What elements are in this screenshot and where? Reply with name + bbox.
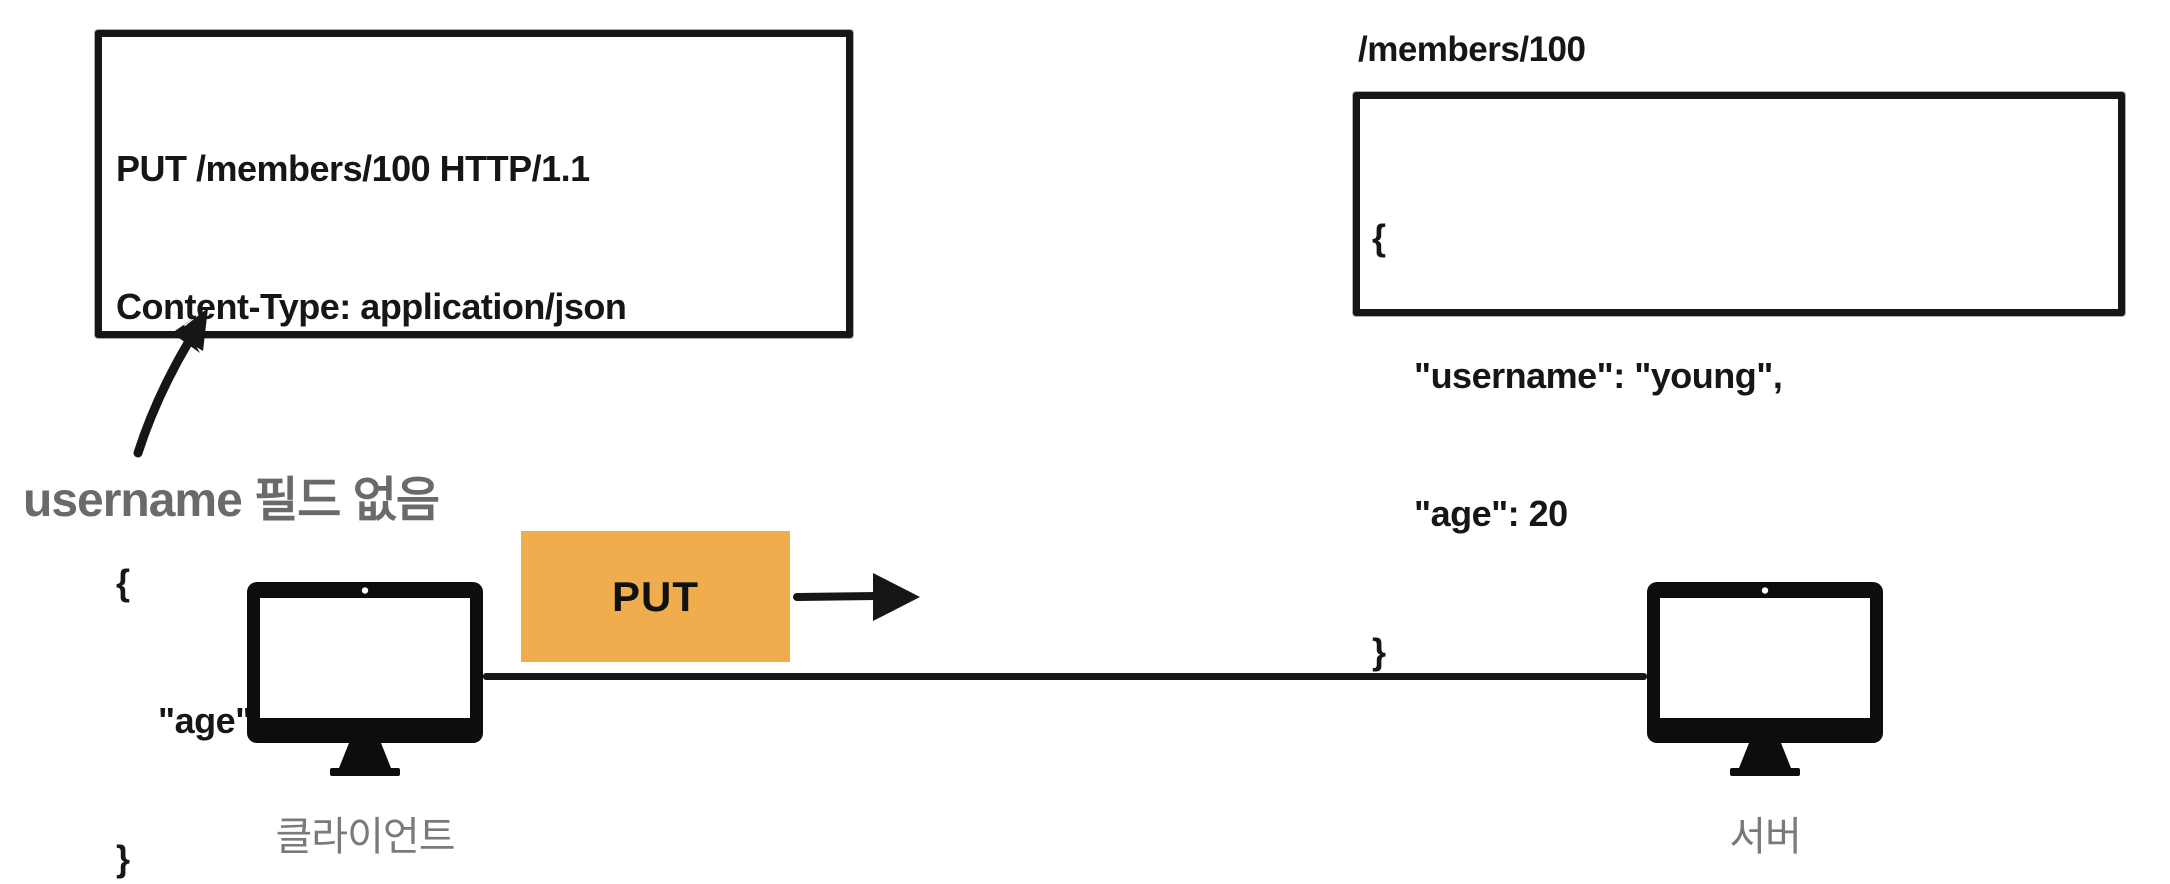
resource-state-box: { "username": "young", "age": 20 } xyxy=(1353,92,2125,672)
request-direction-arrow-icon xyxy=(793,573,920,621)
resource-json-age-field: "age": 20 xyxy=(1414,493,1568,534)
client-server-connection-line xyxy=(483,673,1647,680)
resource-json-open-brace: { xyxy=(1372,217,1386,258)
server-label: 서버 xyxy=(1729,815,1802,859)
annotation-label: username 필드 없음 xyxy=(23,474,440,527)
http-request-box: PUT /members/100 HTTP/1.1 Content-Type: … xyxy=(95,30,853,879)
request-line: PUT /members/100 HTTP/1.1 xyxy=(116,148,590,189)
webcam-dot-icon xyxy=(1761,587,1769,594)
put-method-box: PUT xyxy=(521,531,790,662)
resource-json-close-brace: } xyxy=(1372,631,1386,672)
webcam-dot-icon xyxy=(361,587,369,594)
request-json-close-brace: } xyxy=(116,838,130,879)
http-request-code: PUT /members/100 HTTP/1.1 Content-Type: … xyxy=(102,37,846,884)
request-json-open-brace: { xyxy=(116,562,130,603)
client-label: 클라이언트 xyxy=(275,815,456,859)
annotation-arrow-icon xyxy=(133,308,208,458)
resource-state-code: { "username": "young", "age": 20 } xyxy=(1360,99,2118,767)
resource-path-label: /members/100 xyxy=(1358,30,1586,69)
server-computer-icon xyxy=(1647,582,1883,776)
client-computer-icon xyxy=(247,582,483,776)
resource-json-username-field: "username": "young", xyxy=(1414,355,1783,396)
content-type-header: Content-Type: application/json xyxy=(116,286,627,327)
